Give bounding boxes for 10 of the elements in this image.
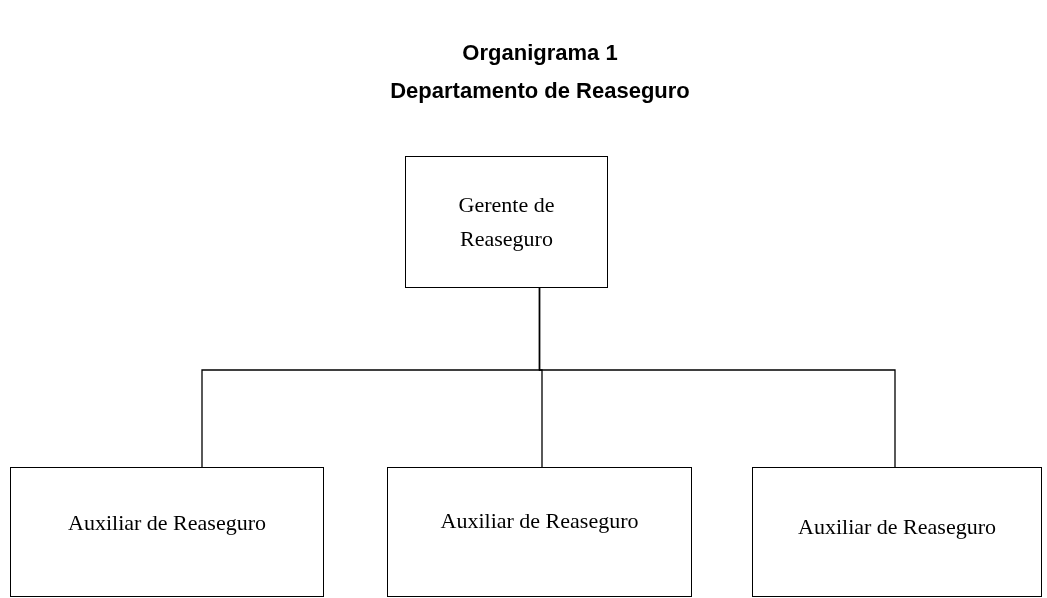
org-box bbox=[10, 467, 324, 597]
role-label: Gerente de Reaseguro bbox=[457, 191, 556, 253]
org-box bbox=[752, 467, 1042, 597]
title: Organigrama 1 Departamento de Reaseguro bbox=[389, 39, 691, 105]
role-label: Auxiliar de Reaseguro bbox=[67, 509, 267, 537]
org-box bbox=[405, 156, 608, 288]
org-box bbox=[387, 467, 692, 597]
role-label: Auxiliar de Reaseguro bbox=[797, 513, 997, 541]
role-label: Auxiliar de Reaseguro bbox=[439, 507, 640, 535]
connector-line bbox=[538, 287, 896, 468]
